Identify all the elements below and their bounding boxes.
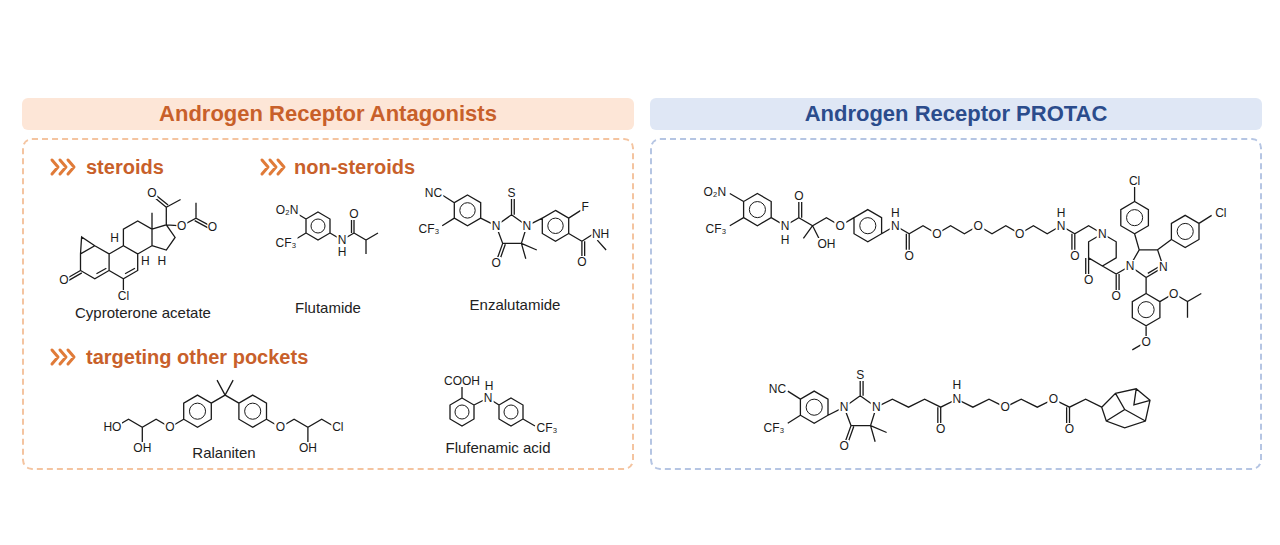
protac-structure — [730, 187, 1212, 350]
atom-label: N — [491, 220, 502, 232]
atom-label: O — [838, 440, 849, 452]
atom-label: H — [337, 246, 348, 258]
atom-label: N — [871, 401, 882, 413]
atom-label: N — [890, 220, 901, 232]
atom-label: F — [581, 201, 590, 213]
ralaniten-structure — [115, 380, 336, 443]
atom-label: O — [58, 274, 69, 286]
atom-label: CF₃ — [418, 223, 441, 235]
atom-label: H — [157, 255, 168, 267]
compound-name: Cyproterone acetate — [75, 305, 211, 320]
atom-label: NH — [591, 228, 610, 240]
atom-label: COOH — [443, 375, 481, 387]
atom-label: O — [1083, 274, 1094, 286]
panel-box: Androgen Receptor PROTAC — [650, 98, 1262, 470]
enzalutamide-structure — [442, 195, 606, 260]
section-heading: targeting other pockets — [86, 347, 308, 367]
atom-label: NC — [768, 383, 787, 395]
atom-label: O₂N — [703, 186, 728, 198]
atom-label: O₂N — [275, 204, 300, 216]
compound-name: Flufenamic acid — [445, 440, 550, 455]
atom-label: H — [890, 207, 901, 219]
atom-label: H — [109, 232, 120, 244]
atom-label: CF₃ — [275, 237, 298, 249]
atom-label: O — [931, 228, 942, 240]
atom-label: CF₃ — [536, 422, 559, 434]
atom-label: N — [483, 392, 494, 404]
atom-label: O — [1069, 250, 1080, 262]
atom-label: N — [839, 401, 850, 413]
compound-name: Flutamide — [295, 300, 361, 315]
cyproterone-structure — [66, 195, 210, 293]
atom-label: O — [348, 208, 359, 220]
atom-label: O — [176, 220, 187, 232]
atom-label: O — [835, 220, 846, 232]
atom-label: OH — [816, 238, 836, 250]
atom-label: Cl — [1128, 175, 1141, 187]
atom-label: CF₃ — [762, 422, 785, 434]
chevron-symbols — [52, 160, 284, 364]
atom-label: O — [1064, 423, 1075, 435]
atom-label: Cl — [331, 421, 344, 433]
atom-label: S — [506, 187, 516, 199]
atom-label: O — [793, 190, 804, 202]
atom-label: N — [1158, 261, 1169, 273]
dashed-panel — [650, 138, 1262, 470]
atom-label: N — [1097, 228, 1108, 240]
atom-label: N — [337, 234, 348, 246]
compound-name: Ralaniten — [192, 445, 255, 460]
atom-label: O — [164, 421, 175, 433]
atom-label: N — [522, 220, 533, 232]
atom-label: O — [935, 423, 946, 435]
atom-label: N — [951, 393, 962, 405]
atom-label: O — [1048, 393, 1059, 405]
compound-name: Enzalutamide — [470, 297, 561, 312]
atom-label: O — [999, 401, 1010, 413]
atom-label: N — [1125, 260, 1136, 272]
atom-label: H — [140, 255, 151, 267]
atom-label: N — [780, 220, 791, 232]
atom-label: H — [780, 234, 791, 246]
atom-label: O — [973, 220, 984, 232]
panel-heading: Androgen Receptor PROTAC — [805, 101, 1108, 127]
atom-label: O — [275, 421, 286, 433]
header-bar: Androgen Receptor Antagonists — [22, 98, 634, 130]
section-heading: non-steroids — [294, 157, 415, 177]
protac-structure — [788, 381, 1150, 443]
header-bar: Androgen Receptor PROTAC — [650, 98, 1262, 130]
section-heading: steroids — [86, 157, 164, 177]
atom-label: O — [1140, 336, 1151, 348]
atom-label: O — [576, 256, 587, 268]
atom-label: H — [484, 380, 495, 392]
atom-label: N — [1056, 220, 1067, 232]
atom-label: O — [1168, 288, 1179, 300]
atom-label: CF₃ — [705, 223, 728, 235]
atom-label: O — [207, 221, 218, 233]
atom-label: O — [1111, 290, 1122, 302]
atom-label: OH — [132, 442, 152, 454]
atom-label: HO — [102, 421, 122, 433]
atom-label: H — [1056, 207, 1067, 219]
atom-label: O — [490, 257, 501, 269]
atom-label: Cl — [117, 290, 130, 302]
atom-label: O — [904, 250, 915, 262]
atom-label: NC — [424, 187, 443, 199]
atom-label: S — [855, 369, 865, 381]
flufenamic-structure — [450, 387, 535, 426]
panel-box: Androgen Receptor Antagonists — [22, 98, 634, 470]
atom-label: OH — [298, 442, 318, 454]
atom-label: O — [146, 187, 157, 199]
atom-label: O — [1014, 228, 1025, 240]
panel-heading: Androgen Receptor Antagonists — [159, 101, 497, 127]
atom-label: H — [951, 379, 962, 391]
atom-label: Cl — [1214, 207, 1227, 219]
